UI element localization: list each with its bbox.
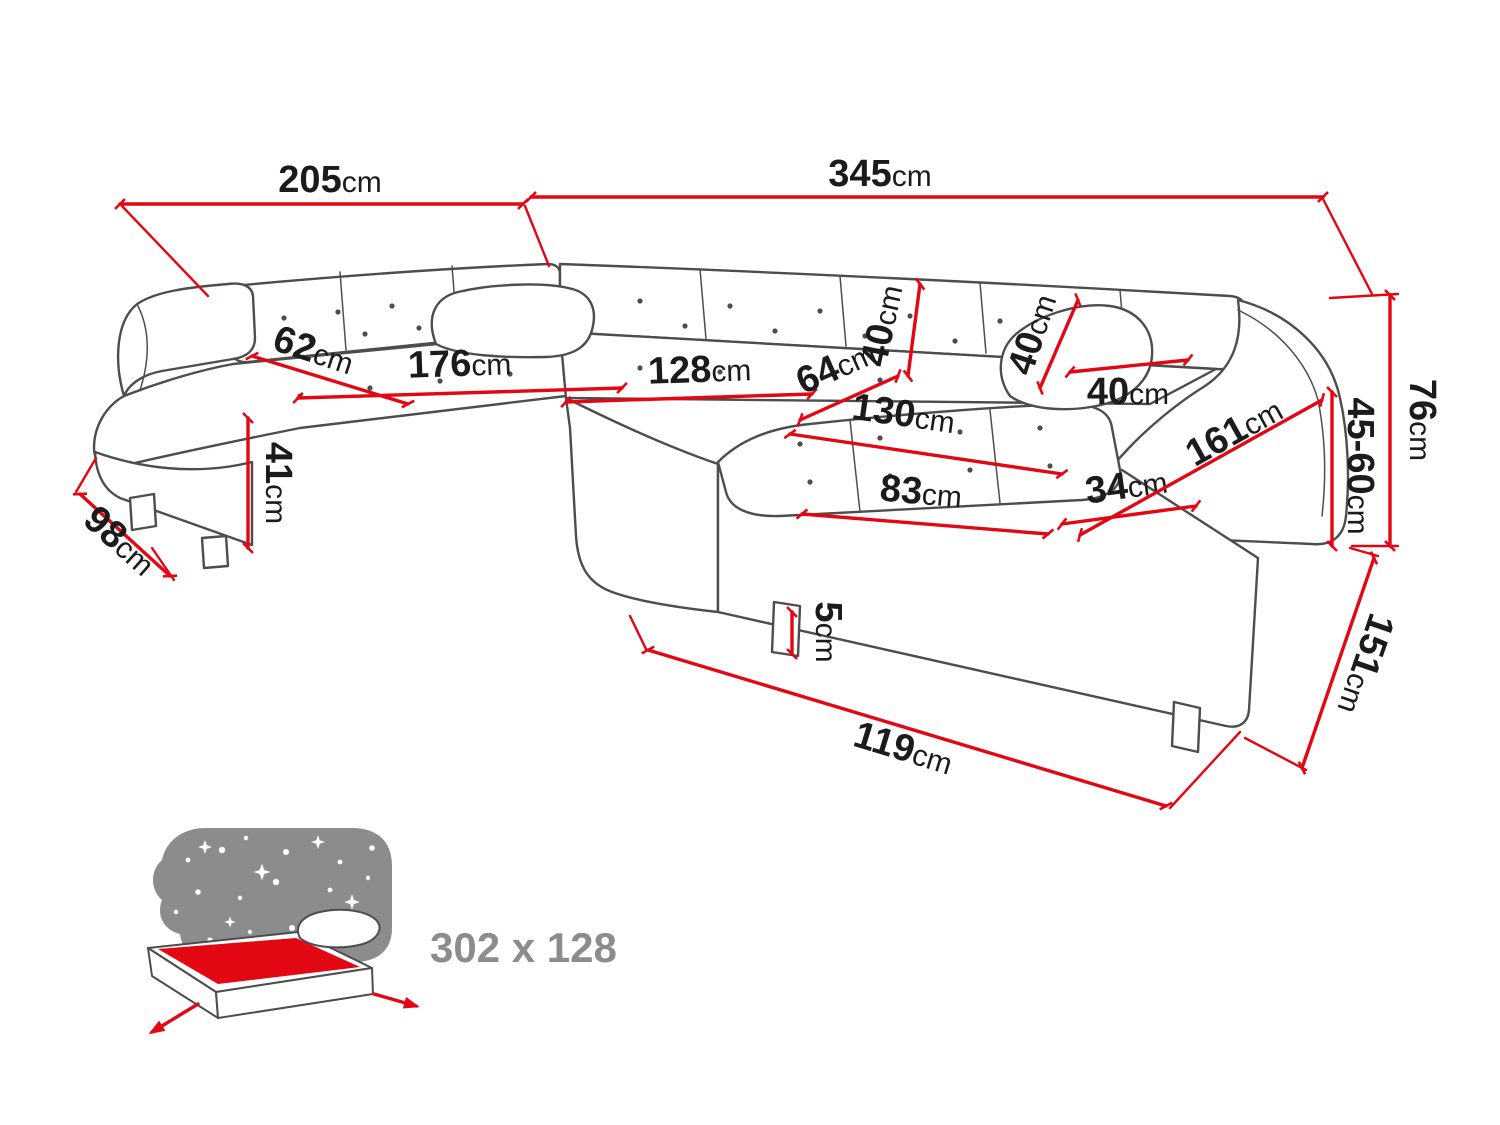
star-icon	[311, 835, 325, 849]
dim-width-right: 345cm	[525, 153, 1374, 296]
pillow-icon	[297, 908, 381, 949]
unfold-arrow-right-icon	[372, 992, 420, 1009]
dim-seat-height: 41cm	[242, 412, 299, 554]
dim-armrest-height: 45-60cm	[1326, 386, 1381, 552]
dim-chaise-length: 130cm	[783, 386, 1069, 480]
dim-seat-length-left-label: 176cm	[407, 341, 512, 387]
dim-armrest-height-label: 45-60cm	[1339, 397, 1381, 534]
dim-width-right-label: 345cm	[828, 153, 931, 195]
star-icon	[253, 863, 271, 881]
dim-overall-height: 76cm	[1328, 289, 1443, 552]
sleeping-area-size-label: 302 x 128	[430, 924, 617, 971]
sofa-bed-function-icon: 302 x 128	[147, 828, 617, 1035]
dim-front-length-label: 119cm	[849, 714, 958, 784]
dim-depth-right-label: 151cm	[1329, 608, 1402, 719]
dim-leg-height-label: 5cm	[807, 601, 849, 662]
pillow-left	[430, 283, 596, 359]
unfold-arrow-left-icon	[148, 1002, 200, 1035]
dim-seat-length-mid-label: 128cm	[647, 347, 752, 393]
sofa-armrest-left-seam	[137, 305, 148, 391]
dim-overall-height-label: 76cm	[1401, 379, 1443, 461]
star-icon	[198, 840, 212, 854]
dim-leg-height: 5cm	[786, 601, 849, 663]
dim-seat-length-mid: 128cm	[560, 347, 818, 409]
star-icon	[224, 916, 236, 928]
dim-width-left: 205cm	[114, 159, 551, 298]
dim-chaise-width: 83cm	[795, 468, 1055, 540]
dim-seat-height-label: 41cm	[257, 442, 299, 524]
mattress-top-surface	[158, 938, 360, 984]
dim-chaise-length-label: 130cm	[850, 386, 958, 442]
dim-back-cushion-label: 40cm	[853, 281, 911, 370]
star-icon	[344, 894, 360, 910]
sofa-base-middle	[564, 396, 720, 614]
dim-chaise-width-label: 83cm	[878, 468, 964, 517]
sofa-armrest-left	[116, 282, 257, 398]
dim-pillow-width-label: 40cm	[1087, 371, 1169, 413]
dim-width-left-label: 205cm	[278, 159, 381, 201]
dim-back-cushion: 40cm	[853, 277, 926, 383]
dim-front-length: 119cm	[628, 614, 1242, 811]
dim-depth-right: 151cm	[1243, 546, 1402, 775]
